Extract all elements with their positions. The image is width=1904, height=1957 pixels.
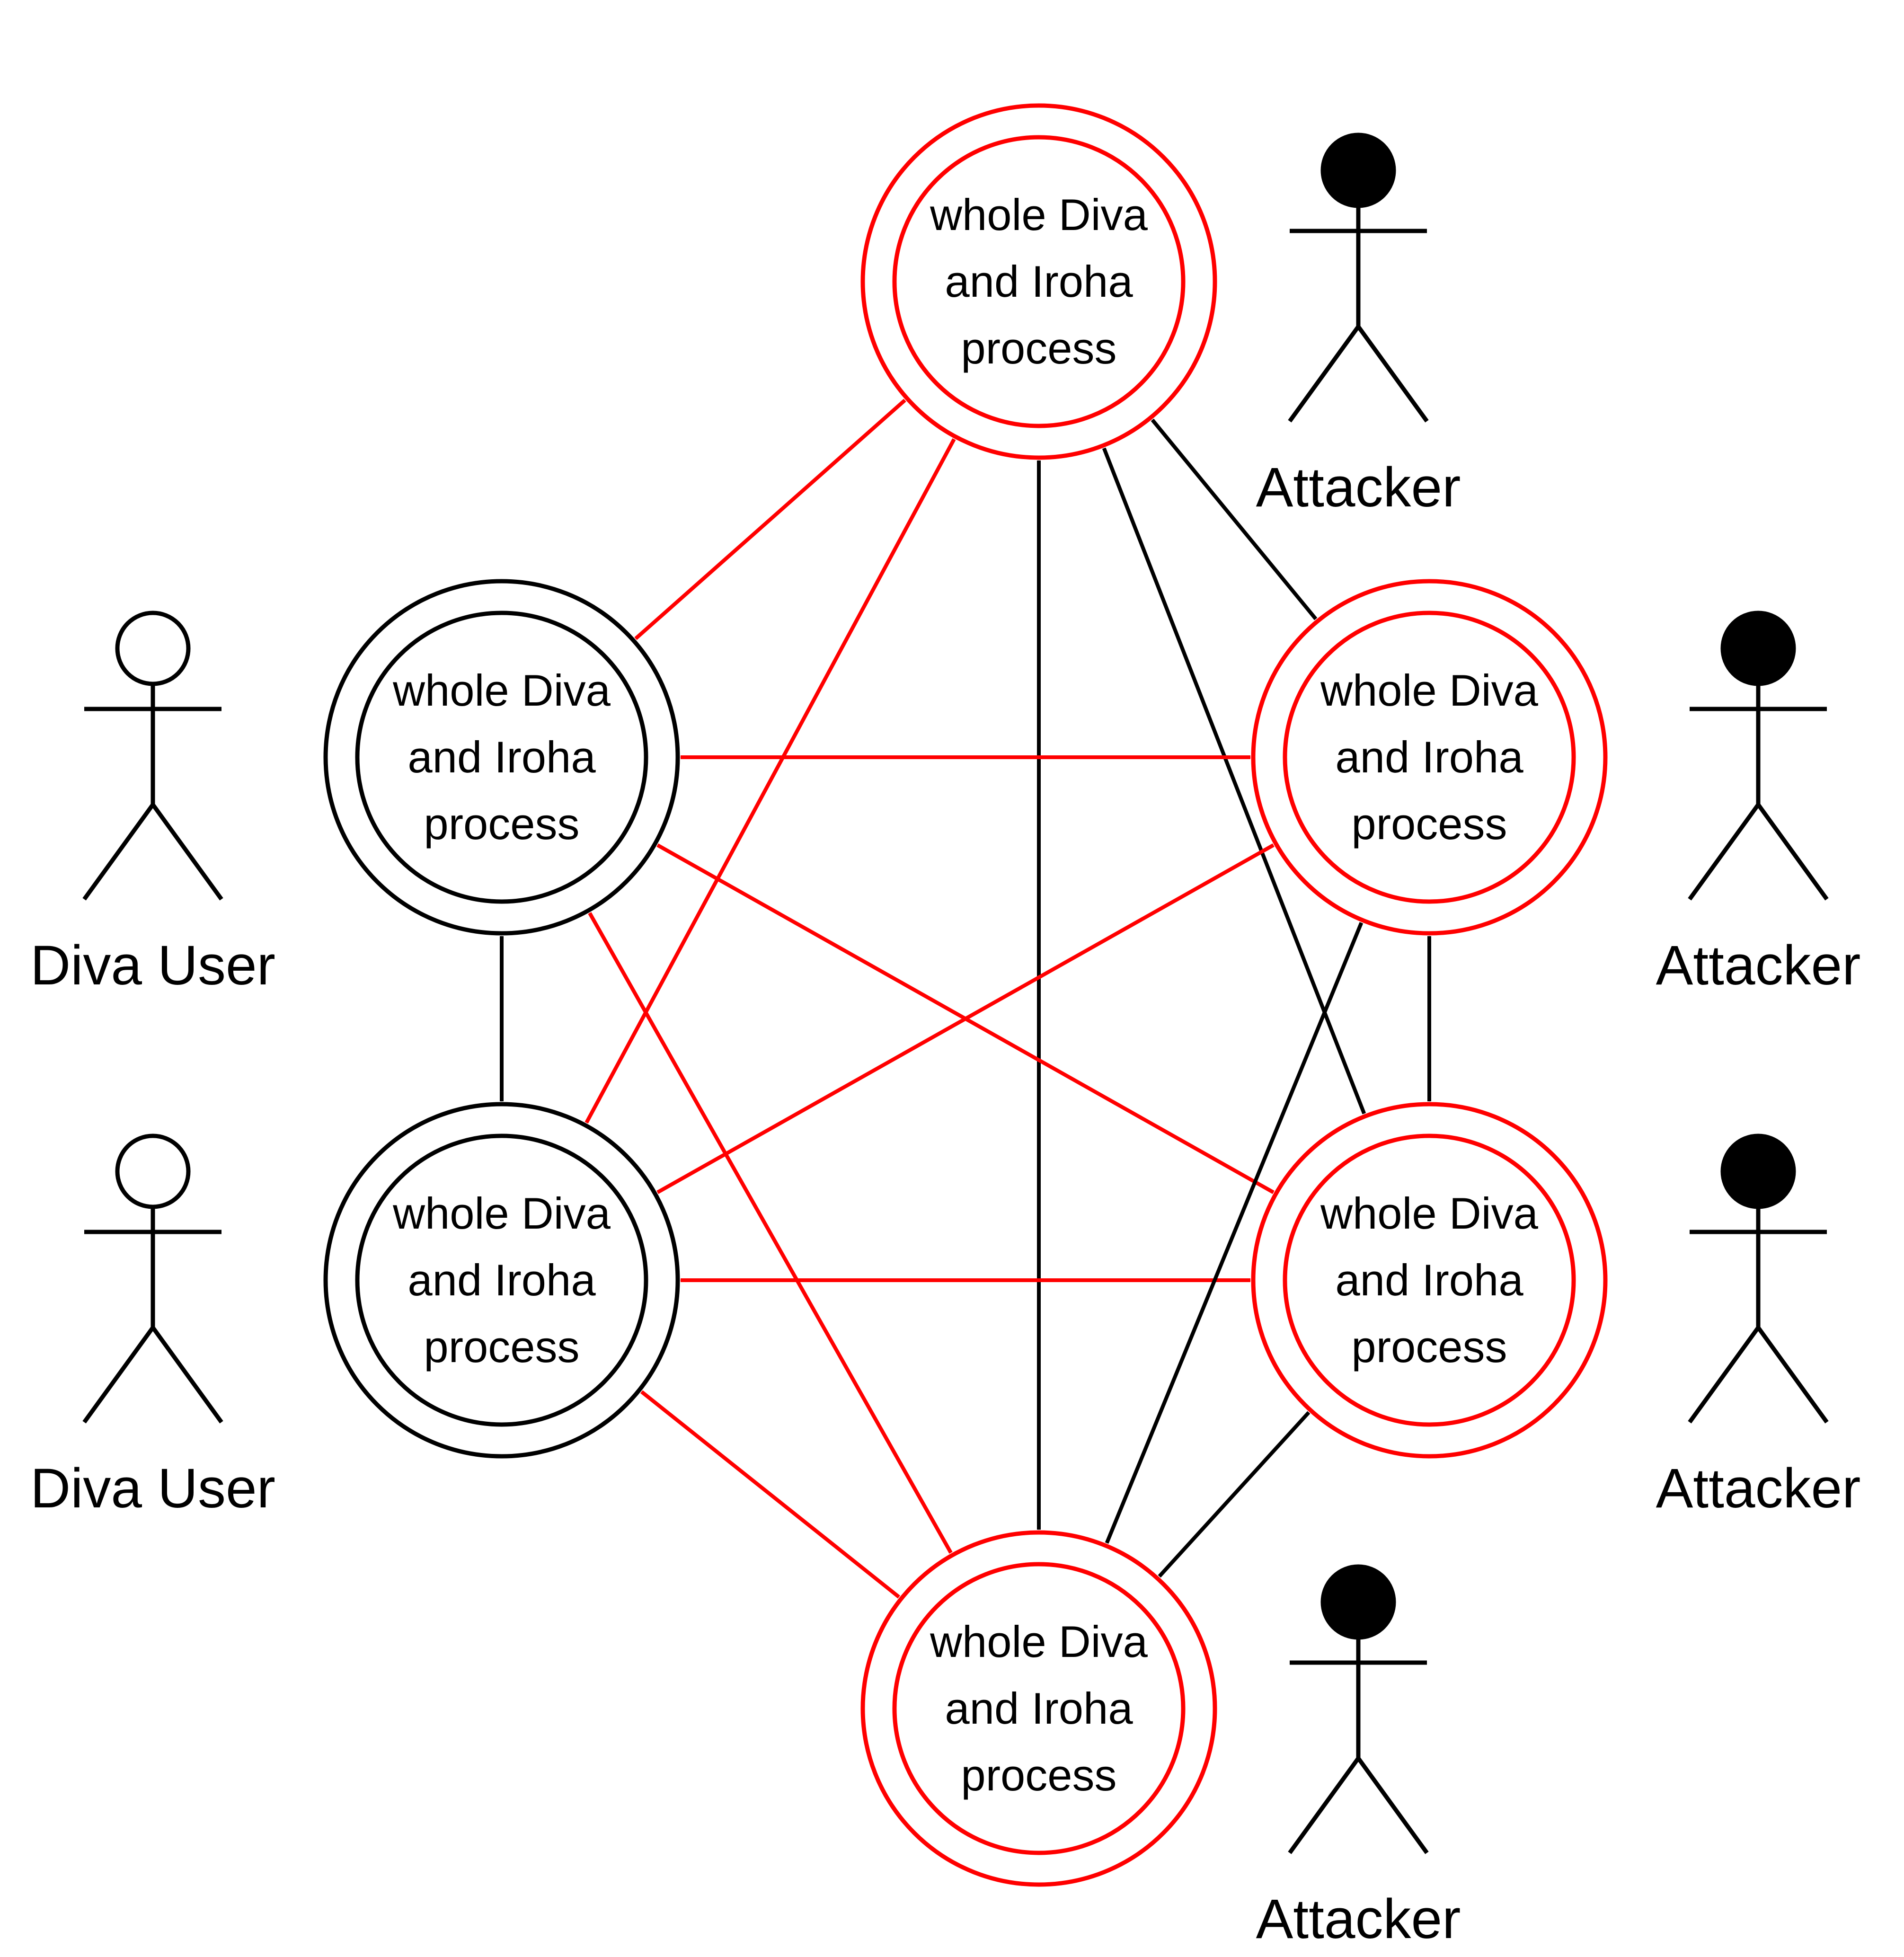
process-node-label: whole Diva — [930, 1617, 1148, 1666]
process-node-label: and Iroha — [945, 1683, 1133, 1733]
edge-left-lower-bottom — [640, 1390, 900, 1599]
process-node-right-lower: whole Diva and Iroha process — [1251, 1102, 1608, 1459]
process-node-inner-ring — [892, 1562, 1186, 1855]
process-node-left-upper: whole Diva and Iroha process — [323, 579, 680, 936]
process-node-label: and Iroha — [407, 732, 596, 782]
edge-right-upper-bottom — [1105, 922, 1364, 1544]
actor-label: Attacker — [1256, 456, 1461, 519]
actor-label: Attacker — [1656, 1457, 1861, 1520]
edge-top-right-upper — [1151, 418, 1318, 620]
actor-label: Diva User — [30, 934, 275, 997]
user-actor-icon: Diva User — [30, 1133, 275, 1520]
process-nodes: whole Diva and Iroha process whole Diva and … — [323, 103, 1608, 1887]
attacker-actor-icon: Attacker — [1656, 611, 1861, 997]
process-node-label: and Iroha — [1335, 1255, 1523, 1305]
process-node-label: whole Diva — [1320, 665, 1538, 715]
process-node-inner-ring — [355, 611, 648, 904]
process-node-label: and Iroha — [1335, 732, 1523, 782]
process-node-label: and Iroha — [945, 257, 1133, 306]
connections — [500, 398, 1431, 1599]
process-node-label: whole Diva — [392, 1188, 611, 1238]
attacker-actor-icon: Attacker — [1656, 1133, 1861, 1520]
process-node-label: process — [424, 1322, 579, 1372]
edge-right-lower-bottom — [1158, 1411, 1311, 1578]
user-actor-icon: Diva User — [30, 611, 275, 997]
process-node-bottom: whole Diva and Iroha process — [860, 1530, 1217, 1887]
process-node-label: process — [424, 799, 579, 849]
process-node-right-upper: whole Diva and Iroha process — [1251, 579, 1608, 936]
edge-left-lower-right-upper — [656, 843, 1275, 1194]
process-node-inner-ring — [892, 135, 1186, 428]
actor-label: Diva User — [30, 1457, 275, 1520]
process-node-left-lower: whole Diva and Iroha process — [323, 1102, 680, 1459]
actor-label: Attacker — [1656, 934, 1861, 997]
process-node-label: whole Diva — [392, 665, 611, 715]
attacker-actor-icon: Attacker — [1256, 133, 1461, 519]
process-node-label: whole Diva — [930, 190, 1148, 239]
process-node-label: whole Diva — [1320, 1188, 1538, 1238]
process-node-inner-ring — [355, 1133, 648, 1427]
process-node-label: process — [961, 1750, 1116, 1800]
process-node-label: process — [961, 323, 1116, 373]
process-node-inner-ring — [1283, 611, 1576, 904]
actor-label: Attacker — [1256, 1888, 1461, 1950]
process-node-label: process — [1351, 799, 1507, 849]
process-node-top: whole Diva and Iroha process — [860, 103, 1217, 460]
attacker-actor-icon: Attacker — [1256, 1564, 1461, 1950]
process-node-inner-ring — [1283, 1133, 1576, 1427]
process-node-label: process — [1351, 1322, 1507, 1372]
process-node-label: and Iroha — [407, 1255, 596, 1305]
